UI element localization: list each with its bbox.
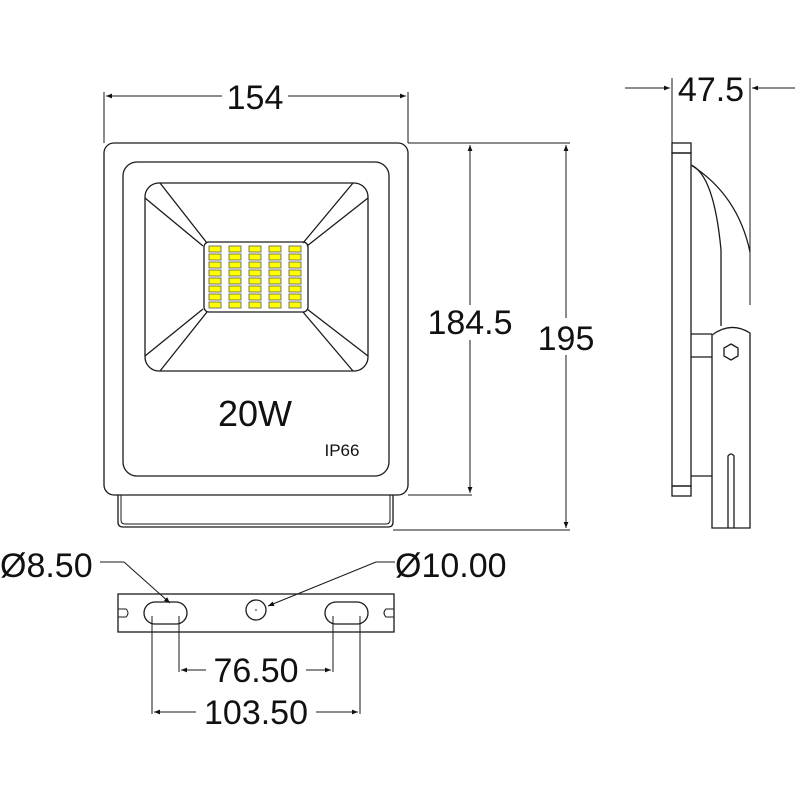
bottom-rail [117, 495, 394, 528]
right-slot-hole [324, 601, 369, 625]
depth-dimension: 47.5 [625, 71, 795, 109]
led-chip [248, 301, 262, 309]
side-view [671, 78, 751, 529]
led-chip [248, 261, 262, 269]
wattage-label: 20W [218, 393, 292, 434]
led-array [208, 245, 302, 309]
led-chip [268, 277, 282, 285]
width-dimension: 154 [103, 79, 409, 143]
outer-slot-spacing-dimension: 103.50 [151, 616, 361, 732]
led-chip [208, 285, 222, 293]
bracket-plate [117, 593, 395, 633]
center-hole [245, 599, 267, 621]
center-hole-diameter-callout: Ø10.00 [267, 547, 507, 607]
hex-bolt-icon [723, 343, 739, 361]
total-height-dimension: 195 [393, 145, 595, 531]
led-chip [228, 261, 242, 269]
side-housing [671, 152, 692, 487]
inner-slot-spacing-value: 76.50 [213, 652, 298, 690]
slot-diameter-value: Ø8.50 [0, 547, 93, 585]
led-chip [228, 269, 242, 277]
led-chip [208, 277, 222, 285]
ip-rating-label: IP66 [325, 441, 360, 460]
led-chip [288, 301, 302, 309]
led-chip [288, 277, 302, 285]
depth-value: 47.5 [678, 71, 744, 109]
bracket-view [117, 593, 395, 633]
led-chip [248, 293, 262, 301]
inner-height-value: 184.5 [427, 304, 512, 342]
front-view: 20W IP66 [103, 142, 409, 528]
led-chip [268, 253, 282, 261]
outer-slot-spacing-value: 103.50 [204, 694, 308, 732]
led-chip [248, 277, 262, 285]
reflector-outline [144, 182, 369, 372]
led-chip [228, 277, 242, 285]
left-slot-hole [143, 601, 188, 625]
center-hole-diameter-value: Ø10.00 [395, 547, 507, 585]
led-chip [288, 245, 302, 253]
inner-slot-spacing-dimension: 76.50 [178, 616, 334, 690]
led-chip [228, 285, 242, 293]
led-board [203, 241, 309, 313]
led-chip [208, 261, 222, 269]
led-chip [248, 285, 262, 293]
led-chip [268, 245, 282, 253]
led-chip [268, 269, 282, 277]
width-value: 154 [227, 79, 284, 117]
total-height-value: 195 [538, 320, 595, 358]
led-chip [248, 269, 262, 277]
led-chip [248, 245, 262, 253]
led-chip [208, 269, 222, 277]
inner-height-dimension: 184.5 [408, 142, 570, 496]
led-chip [288, 293, 302, 301]
heatsink-curve [690, 164, 722, 326]
led-chip [228, 301, 242, 309]
led-chip [268, 261, 282, 269]
led-chip [268, 301, 282, 309]
slot-diameter-callout: Ø8.50 [0, 547, 171, 604]
led-chip [288, 285, 302, 293]
led-chip [208, 293, 222, 301]
led-chip [288, 261, 302, 269]
reflector-ribs [144, 182, 369, 372]
housing-outline [103, 142, 409, 496]
led-chip [208, 245, 222, 253]
led-chip [228, 245, 242, 253]
led-chip [208, 253, 222, 261]
led-chip [248, 253, 262, 261]
led-chip [208, 301, 222, 309]
led-chip [288, 253, 302, 261]
led-chip [268, 285, 282, 293]
led-chip [268, 293, 282, 301]
led-chip [228, 253, 242, 261]
led-chip [228, 293, 242, 301]
led-chip [288, 269, 302, 277]
inner-frame [122, 161, 390, 477]
mounting-bracket [711, 326, 751, 529]
